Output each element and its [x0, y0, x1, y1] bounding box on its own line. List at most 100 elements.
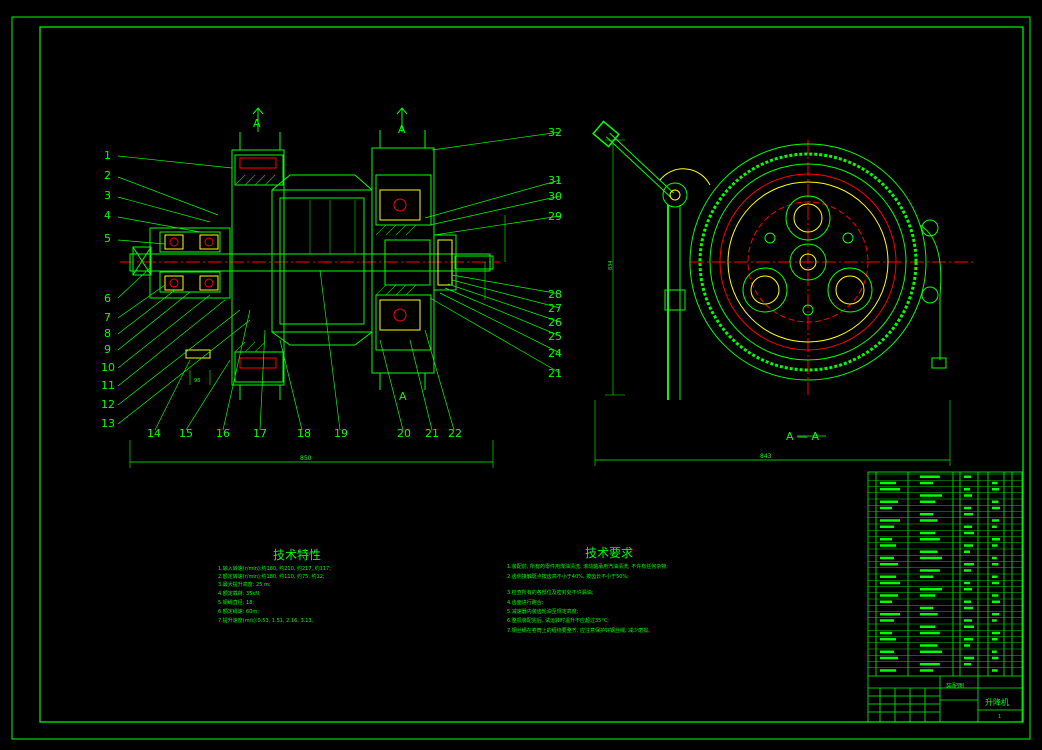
parts-row-text [880, 581, 900, 585]
parts-row-text [992, 581, 1000, 585]
parts-row-text [964, 550, 970, 553]
parts-row-text [880, 669, 896, 672]
parts-row-text [880, 544, 896, 547]
part-numbers-bottom: 14 15 16 17 18 19 20 21 22 [147, 427, 462, 440]
parts-row-text [964, 600, 971, 603]
sheet-number: 1 [998, 714, 1001, 720]
tech-spec-line: 5.钢绳直径: 18; [218, 599, 254, 606]
left-section-view [117, 107, 561, 468]
title-block-label: 装配图 [946, 682, 964, 690]
parts-row-text [920, 588, 942, 591]
part-number: 3 [104, 189, 111, 202]
part-number: 22 [448, 427, 462, 440]
tech-spec-line: 7.提升速度(m/s):0.53, 1.51, 2.16, 3.13。 [218, 617, 317, 624]
section-label: A — A [786, 430, 820, 443]
parts-row-text [880, 563, 898, 566]
tech-req-line: 7.钢丝绳在卷筒上的缠绕要整齐, 应注意保护好钢丝绳, 减少磨损。 [507, 627, 653, 634]
width-dimension: 843 [760, 453, 772, 460]
parts-list-rows [868, 473, 1022, 672]
part-number: 7 [104, 311, 111, 324]
tech-spec-line: 1.输入转速(r/min):约180, 约210, 约217, 约117; [218, 565, 331, 572]
part-number: 5 [104, 232, 111, 245]
part-number: 32 [548, 126, 562, 139]
part-number: 21 [425, 427, 439, 440]
parts-row-text [992, 563, 999, 566]
parts-row-text [964, 525, 972, 528]
parts-row-text [920, 500, 936, 503]
tech-req-line: 1.装配前, 所有的零件用煤油清洗, 滚动轴承用汽油清洗, 不许有任何杂物; [507, 563, 668, 570]
part-number: 30 [548, 190, 562, 203]
part-number: 12 [101, 398, 115, 411]
parts-row-text [964, 606, 973, 610]
part-number: 17 [253, 427, 267, 440]
part-numbers-left: 1 2 3 4 5 6 7 8 9 10 11 12 13 [101, 149, 115, 430]
parts-row-text [992, 538, 1000, 541]
parts-row-text [920, 481, 934, 485]
parts-row-text [920, 575, 934, 578]
parts-row-text [992, 638, 998, 641]
parts-row-text [880, 481, 896, 485]
parts-row-text [880, 638, 896, 641]
parts-row-text [920, 669, 934, 672]
parts-row-text [992, 575, 998, 578]
parts-row-text [920, 550, 938, 553]
parts-row-text [880, 488, 900, 491]
tech-req-title: 技术要求 [585, 546, 633, 560]
parts-row-text [880, 506, 892, 510]
part-number: 20 [397, 427, 411, 440]
parts-row-text [992, 481, 998, 485]
parts-row-text [992, 519, 1000, 522]
tech-req-line: 6.整机装配完后, 试运转时温升不应超过35°C; [507, 617, 609, 624]
part-number: 13 [101, 417, 115, 430]
parts-row-text [964, 581, 970, 585]
title-block [868, 675, 1022, 722]
part-number: 2 [104, 169, 111, 182]
tech-spec-line: 4.额定载荷: 35kN; [218, 590, 261, 597]
parts-row-text [920, 513, 934, 516]
parts-row-text [964, 638, 973, 641]
part-number: 28 [548, 288, 562, 301]
drawing-name: 升降机 [985, 697, 1009, 707]
tech-req-block: 技术要求 1.装配前, 所有的零件用煤油清洗, 滚动轴承用汽油清洗, 不许有任何… [507, 546, 668, 634]
right-end-view [592, 120, 975, 466]
section-mark: A [399, 390, 407, 403]
parts-row-text [920, 519, 938, 522]
parts-row-text [992, 656, 999, 660]
part-number: 21 [548, 367, 562, 380]
parts-row-text [880, 656, 898, 660]
tech-spec-line: 3.最大提升高度: 25 m; [218, 581, 271, 588]
parts-row-text [880, 594, 898, 597]
parts-row-text [920, 644, 938, 647]
parts-row-text [964, 531, 974, 535]
parts-row-text [964, 569, 971, 572]
part-number: 31 [548, 174, 562, 187]
parts-row-text [964, 506, 971, 510]
parts-row-text [992, 544, 998, 547]
part-number: 25 [548, 330, 562, 343]
parts-list [867, 471, 1023, 723]
parts-row-text [920, 631, 940, 635]
part-number: 9 [104, 343, 111, 356]
parts-row-text [964, 494, 972, 497]
part-number: 26 [548, 316, 562, 329]
parts-row-text [880, 556, 894, 560]
parts-row-text [920, 663, 940, 666]
parts-row-text [880, 631, 892, 635]
parts-row-text [992, 669, 998, 672]
parts-row-text [964, 544, 973, 547]
parts-row-text [880, 650, 894, 653]
parts-row-text [920, 494, 942, 497]
parts-row-text [920, 531, 936, 535]
parts-row-text [992, 613, 1000, 616]
part-number: 6 [104, 292, 111, 305]
part-number: 24 [548, 347, 562, 360]
parts-row-text [992, 500, 999, 503]
parts-row-text [920, 594, 936, 597]
parts-row-text [880, 613, 900, 616]
part-numbers-right: 32 31 30 29 28 27 26 25 24 21 [548, 126, 562, 380]
tech-req-line: 3.检查所有的各部位及密封处不许漏油; [507, 589, 594, 596]
parts-row-text [964, 625, 974, 628]
overall-dimension: 850 [300, 455, 312, 462]
parts-row-text [964, 656, 974, 660]
